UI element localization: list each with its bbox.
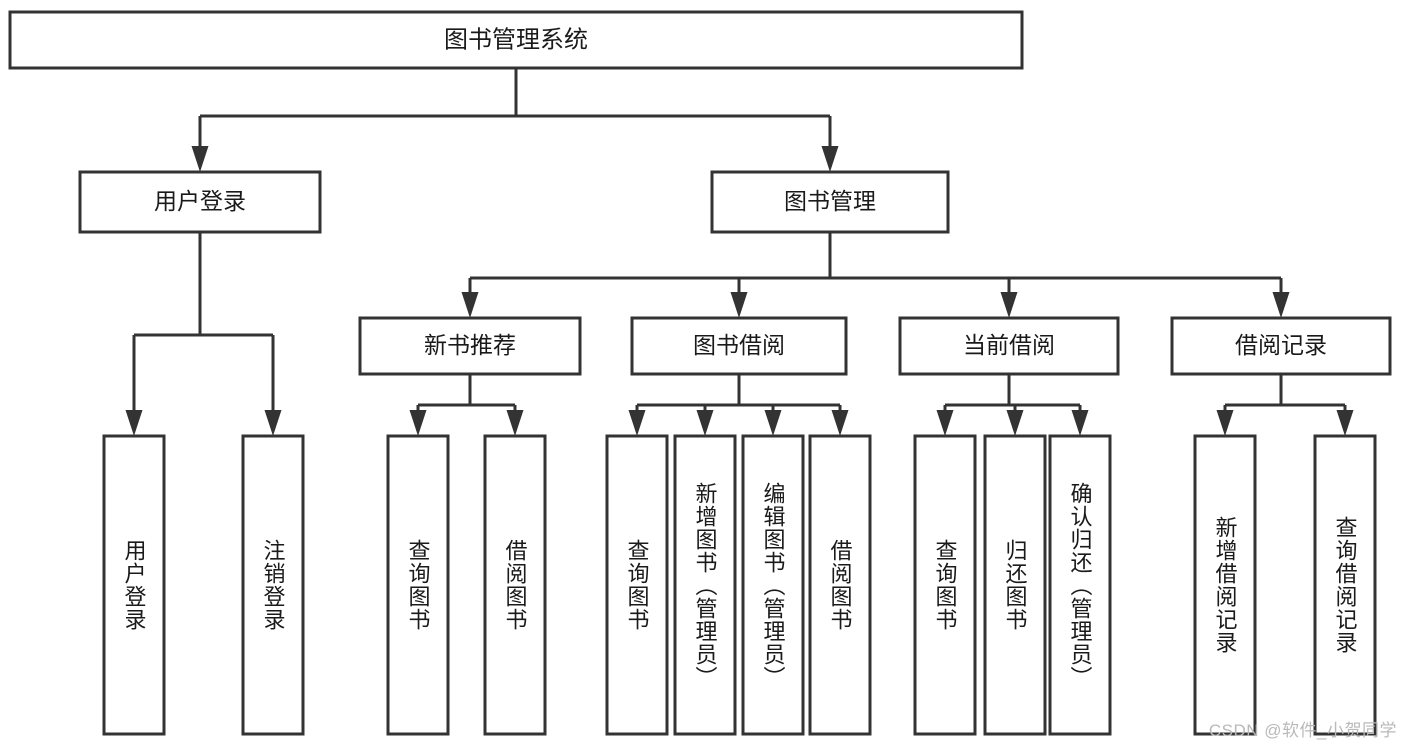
- arrow-head-icon: [461, 292, 479, 318]
- arrow-head-icon: [764, 410, 782, 436]
- level3-node-new-book-recommend-label: 新书推荐: [424, 332, 516, 358]
- connector-group-newbook-to-leaves: [409, 374, 524, 436]
- leaf-node-leaf-query-book-3-box[interactable]: [913, 434, 977, 736]
- boxes-layer: [8, 10, 1392, 736]
- level3-node-borrow-record-box[interactable]: [1170, 316, 1392, 376]
- arrow-head-icon: [1000, 292, 1018, 318]
- arrow-head-icon: [821, 146, 839, 172]
- arrow-head-icon: [191, 146, 209, 172]
- arrow-head-icon: [730, 292, 748, 318]
- root-node-root-label: 图书管理系统: [444, 26, 588, 53]
- level2-node-user-login-box[interactable]: [78, 170, 322, 234]
- level2-node-user-login-label: 用户登录: [154, 188, 246, 214]
- level3-node-current-borrow-box[interactable]: [898, 316, 1120, 376]
- arrow-head-icon: [506, 410, 524, 436]
- level2-node-book-manage-label: 图书管理: [784, 188, 876, 214]
- leaf-node-leaf-add-book-box[interactable]: [673, 434, 737, 736]
- connector-group-userlogin-to-leaves: [125, 232, 282, 436]
- connector-group-root-to-level2: [191, 68, 839, 172]
- arrow-head-icon: [831, 410, 849, 436]
- connector-group-bookborrow-to-leaves: [628, 374, 849, 436]
- connector-group-borrowrecord-to-leaves: [1216, 374, 1354, 436]
- leaf-node-leaf-confirm-return-box[interactable]: [1048, 434, 1112, 736]
- leaf-node-leaf-query-borrow-record-box[interactable]: [1313, 434, 1377, 736]
- arrow-head-icon: [1006, 410, 1024, 436]
- leaf-node-leaf-query-book-1-box[interactable]: [386, 434, 450, 736]
- arrow-head-icon: [1336, 410, 1354, 436]
- arrow-head-icon: [1272, 292, 1290, 318]
- leaf-node-leaf-user-logout-box[interactable]: [241, 434, 305, 736]
- leaf-node-leaf-return-book-box[interactable]: [983, 434, 1047, 736]
- leaf-node-leaf-add-borrow-record-box[interactable]: [1193, 434, 1257, 736]
- arrow-head-icon: [409, 410, 427, 436]
- watermark-text: CSDN @软件_小贺同学: [1208, 721, 1397, 740]
- arrow-head-icon: [696, 410, 714, 436]
- arrow-head-icon: [936, 410, 954, 436]
- leaf-node-leaf-user-login-box[interactable]: [102, 434, 166, 736]
- connector-group-currentborrow-to-leaves: [936, 374, 1089, 436]
- leaf-node-leaf-edit-book-box[interactable]: [741, 434, 805, 736]
- level3-node-book-borrow-label: 图书借阅: [693, 332, 785, 358]
- level2-node-book-manage-box[interactable]: [710, 170, 950, 234]
- arrow-head-icon: [1216, 410, 1234, 436]
- root-node-root-box[interactable]: [8, 10, 1024, 70]
- level3-node-current-borrow-label: 当前借阅: [963, 332, 1055, 358]
- level3-node-borrow-record-label: 借阅记录: [1235, 332, 1327, 358]
- arrow-head-icon: [264, 410, 282, 436]
- arrow-head-icon: [1071, 410, 1089, 436]
- leaf-node-leaf-query-book-2-box[interactable]: [605, 434, 669, 736]
- arrow-head-icon: [628, 410, 646, 436]
- connectors-layer: [125, 68, 1354, 436]
- level3-node-new-book-recommend-box[interactable]: [358, 316, 582, 376]
- leaf-node-leaf-borrow-book-1-box[interactable]: [483, 434, 547, 736]
- connector-group-bookmanage-to-level3: [461, 232, 1290, 318]
- arrow-head-icon: [125, 410, 143, 436]
- level3-node-book-borrow-box[interactable]: [630, 316, 848, 376]
- leaf-node-leaf-borrow-book-2-box[interactable]: [808, 434, 872, 736]
